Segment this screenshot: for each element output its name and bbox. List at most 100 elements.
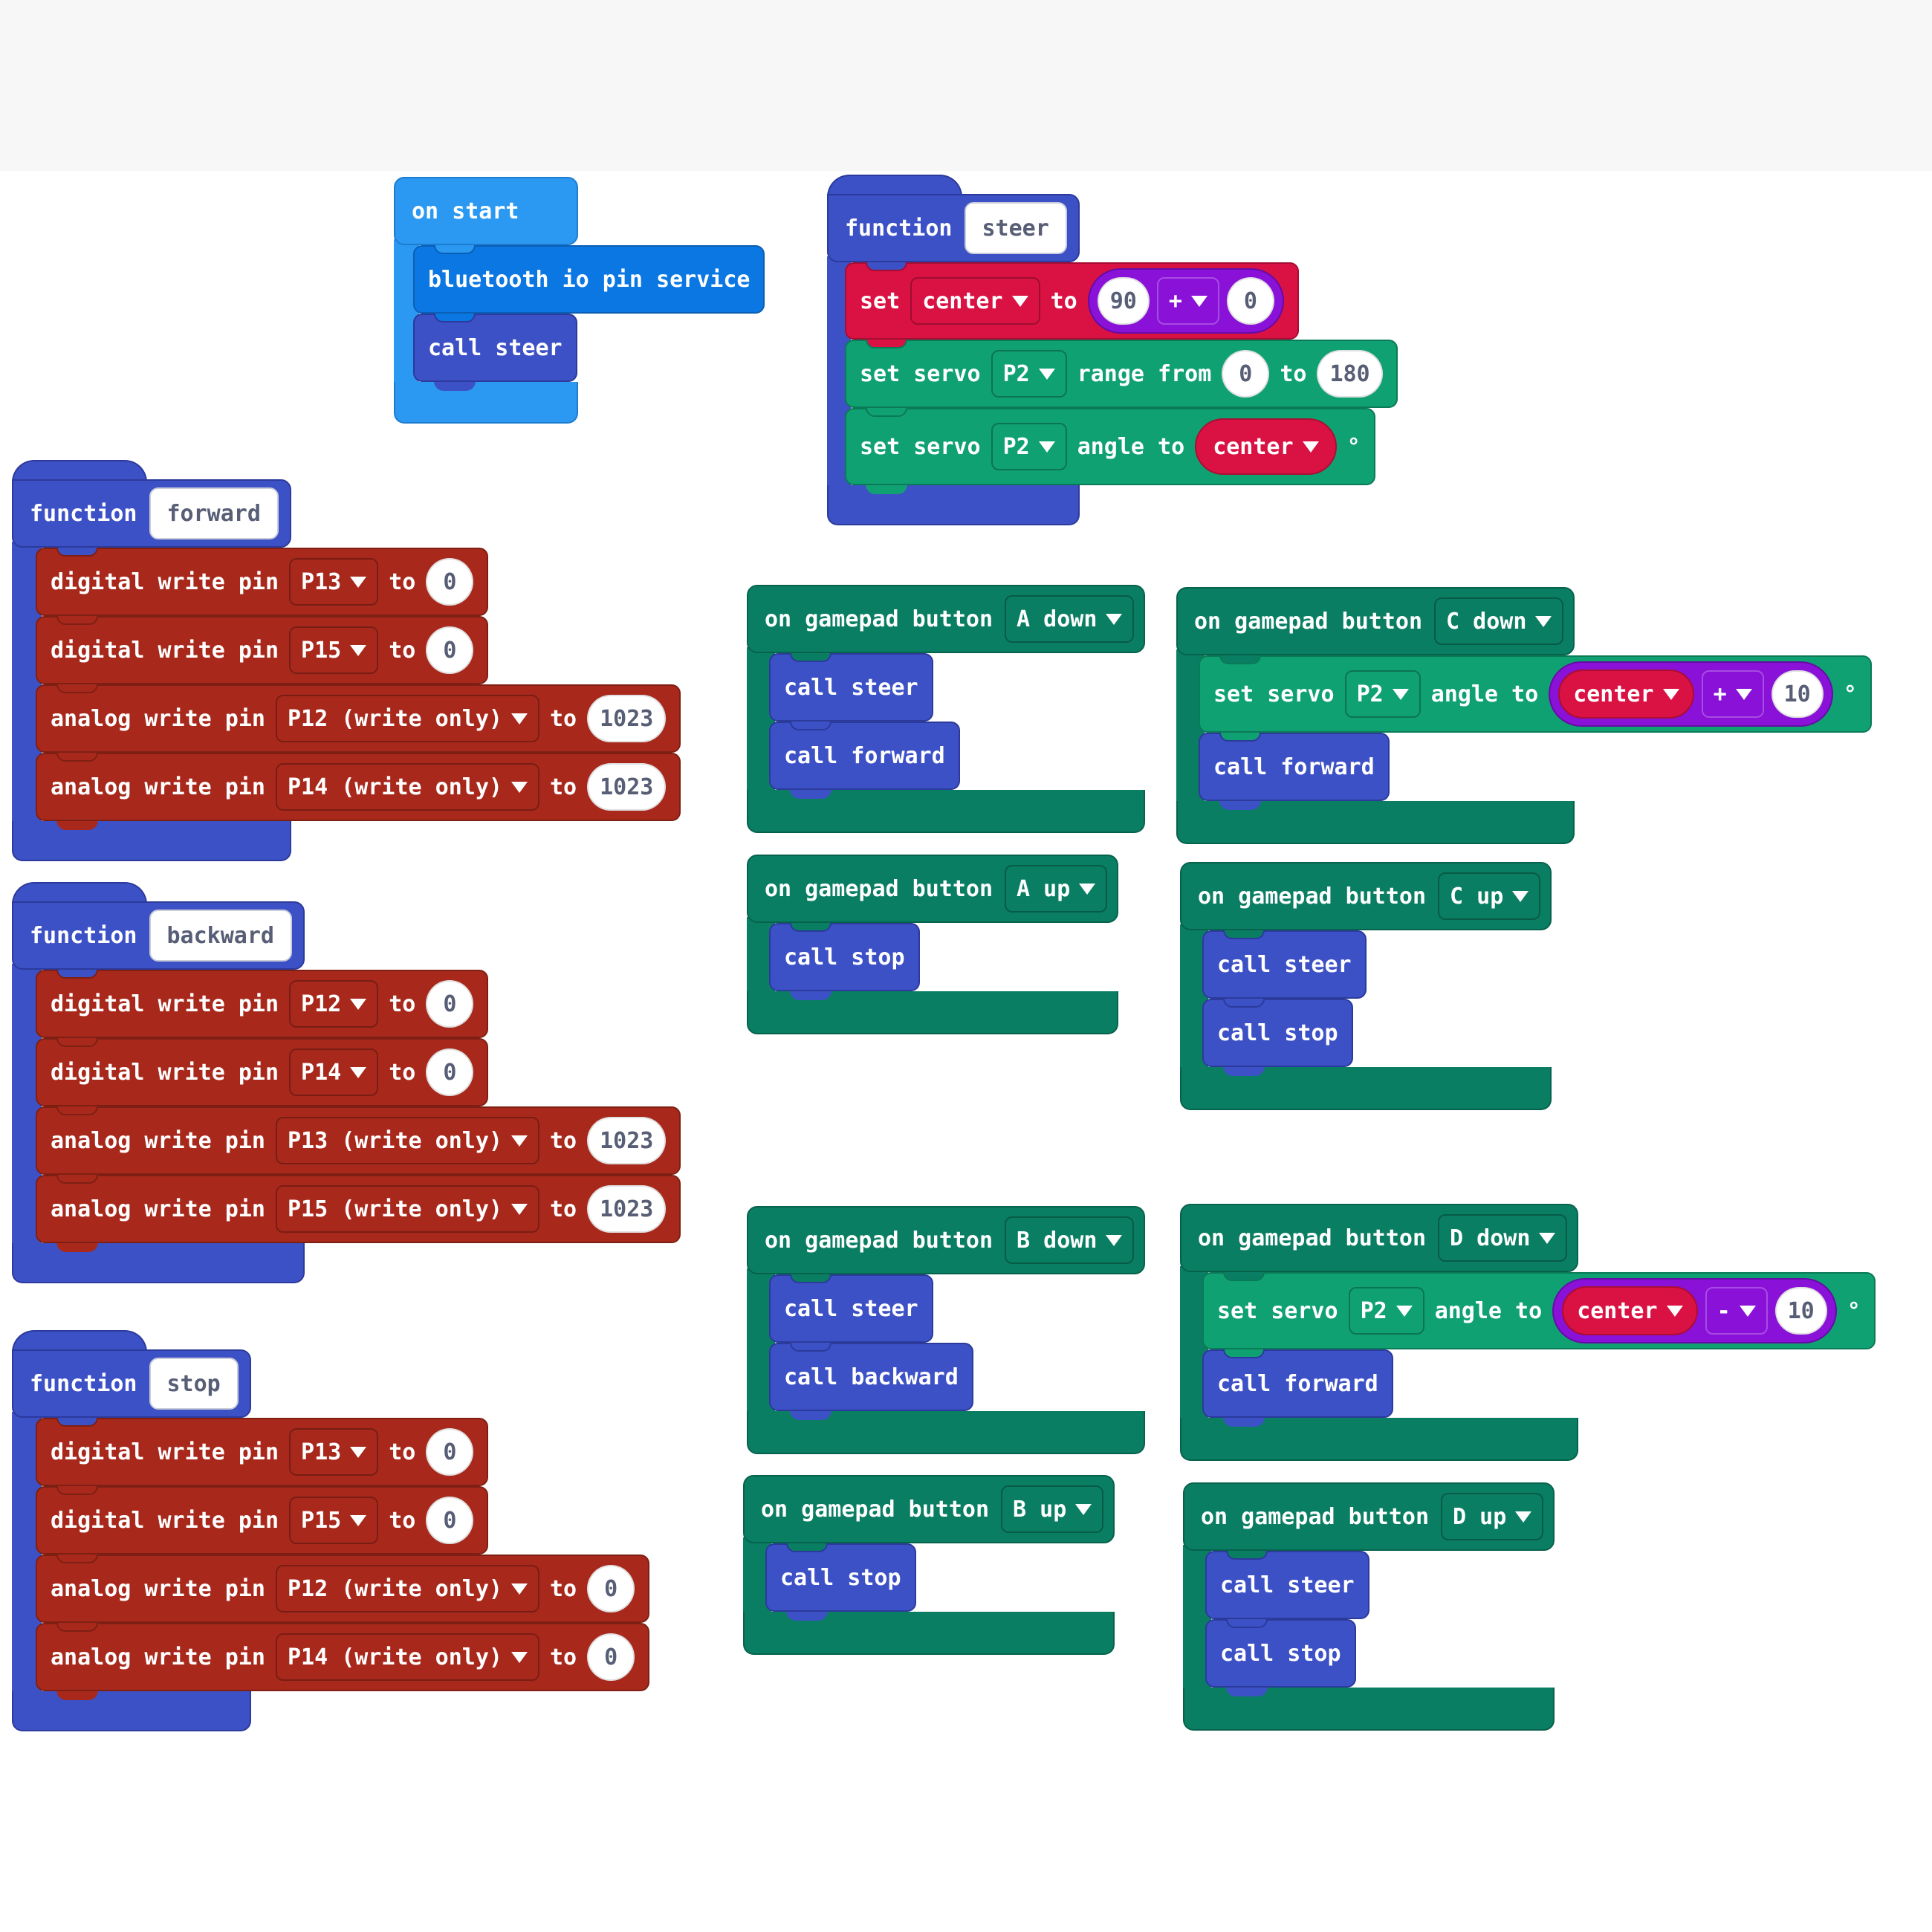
number-input[interactable]: 1023 <box>587 695 667 742</box>
number-input[interactable]: 180 <box>1317 350 1383 398</box>
block-header-on-start[interactable]: on start <box>394 177 578 245</box>
dropdown-a-up[interactable]: A up <box>1005 865 1108 912</box>
block-call-backward[interactable]: call backward <box>769 1343 973 1411</box>
block-call-steer[interactable]: call steer <box>413 314 577 382</box>
number-input[interactable]: 0 <box>1226 277 1274 325</box>
dropdown-p15[interactable]: P15 <box>289 626 379 674</box>
dropdown-p12-write-only-[interactable]: P12 (write only) <box>275 1565 539 1612</box>
dropdown-p15[interactable]: P15 <box>289 1497 379 1544</box>
number-input[interactable]: 0 <box>426 1428 474 1476</box>
block-call-steer[interactable]: call steer <box>769 653 933 722</box>
dropdown-p12[interactable]: P12 <box>289 980 379 1028</box>
dropdown-d-down[interactable]: D down <box>1438 1214 1568 1262</box>
number-input[interactable]: 1023 <box>587 1185 667 1233</box>
number-input[interactable]: 0 <box>1222 350 1270 398</box>
dropdown-p14[interactable]: P14 <box>289 1048 379 1096</box>
operator-dropdown[interactable]: + <box>1156 277 1219 325</box>
block-call-forward[interactable]: call forward <box>1199 733 1390 801</box>
dropdown-p13[interactable]: P13 <box>289 558 379 606</box>
block-call-steer[interactable]: call steer <box>1202 930 1367 999</box>
dropdown-c-up[interactable]: C up <box>1438 872 1541 920</box>
variable-center[interactable]: center <box>1558 670 1694 719</box>
number-input[interactable]: 0 <box>426 558 474 606</box>
number-input[interactable]: 10 <box>1774 1287 1827 1335</box>
operator-dropdown[interactable]: - <box>1705 1287 1768 1335</box>
number-input[interactable]: 10 <box>1771 670 1824 718</box>
number-input[interactable]: 0 <box>587 1633 635 1681</box>
dropdown-b-up[interactable]: B up <box>1001 1485 1104 1533</box>
block-call-stop[interactable]: call stop <box>765 1543 916 1612</box>
number-input[interactable]: 0 <box>587 1565 635 1612</box>
block-call-stop[interactable]: call stop <box>1202 999 1353 1067</box>
math-expression-block[interactable]: 90+0 <box>1087 268 1284 334</box>
dropdown-b-down[interactable]: B down <box>1005 1216 1135 1264</box>
dropdown-p2[interactable]: P2 <box>1348 1287 1424 1335</box>
math-expression-block[interactable]: center-10 <box>1552 1278 1837 1343</box>
dropdown-c-down[interactable]: C down <box>1434 597 1564 645</box>
dropdown-p2[interactable]: P2 <box>991 350 1067 398</box>
dropdown-p14-write-only-[interactable]: P14 (write only) <box>275 1633 539 1681</box>
dropdown-p15-write-only-[interactable]: P15 (write only) <box>275 1185 539 1233</box>
dropdown-p12-write-only-[interactable]: P12 (write only) <box>275 695 539 742</box>
dropdown-p13[interactable]: P13 <box>289 1428 379 1476</box>
block-bluetooth-io-pin-service[interactable]: bluetooth io pin service <box>413 245 765 314</box>
dropdown-center[interactable]: center <box>910 277 1040 325</box>
dropdown-p2[interactable]: P2 <box>1344 670 1421 718</box>
variable-center[interactable]: center <box>1195 418 1337 475</box>
dropdown-d-up[interactable]: D up <box>1441 1493 1544 1540</box>
block-call-steer[interactable]: call steer <box>769 1274 933 1343</box>
block-call-stop[interactable]: call stop <box>1205 1619 1356 1688</box>
function-name-field[interactable]: steer <box>964 202 1067 254</box>
number-input[interactable]: 1023 <box>587 1117 667 1164</box>
math-expression-block[interactable]: center+10 <box>1549 661 1833 727</box>
number-input[interactable]: 0 <box>426 626 474 674</box>
block-call-forward[interactable]: call forward <box>769 722 960 790</box>
variable-center[interactable]: center <box>1562 1286 1698 1335</box>
dropdown-p14-write-only-[interactable]: P14 (write only) <box>275 763 539 811</box>
dropdown-a-down[interactable]: A down <box>1005 595 1135 643</box>
number-input[interactable]: 0 <box>426 1048 474 1096</box>
operator-dropdown[interactable]: + <box>1701 670 1764 718</box>
number-input[interactable]: 0 <box>426 980 474 1028</box>
function-name-field[interactable]: forward <box>149 487 279 539</box>
function-name-field[interactable]: backward <box>149 910 292 962</box>
function-name-field[interactable]: stop <box>149 1358 239 1410</box>
dropdown-p13-write-only-[interactable]: P13 (write only) <box>275 1117 539 1164</box>
block-call-forward[interactable]: call forward <box>1202 1349 1393 1418</box>
